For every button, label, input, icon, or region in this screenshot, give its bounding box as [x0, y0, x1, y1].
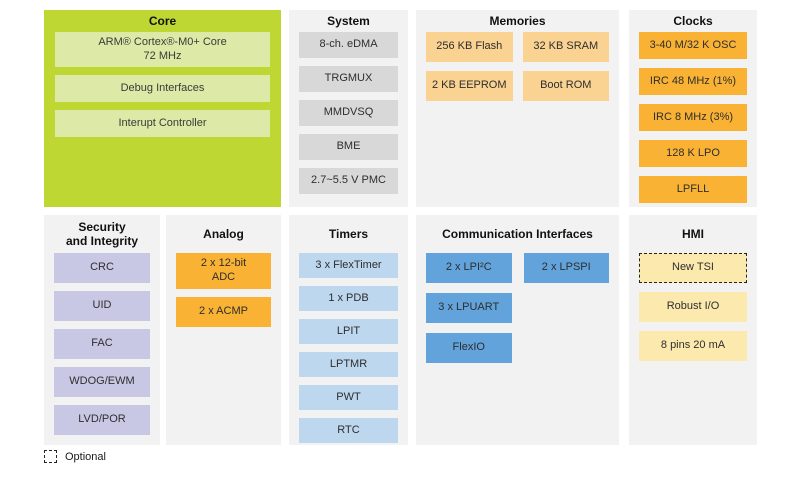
- block-acmp: 2 x ACMP: [176, 297, 271, 327]
- memories-section-title: Memories: [489, 13, 546, 28]
- hmi-section-title: HMI: [682, 226, 704, 241]
- system-section: System 8-ch. eDMA TRGMUX MMDVSQ BME 2.7~…: [289, 10, 408, 207]
- block-irc-8mhz: IRC 8 MHz (3%): [639, 104, 747, 131]
- system-section-title: System: [327, 13, 370, 28]
- analog-section: Analog 2 x 12-bit ADC 2 x ACMP: [166, 215, 281, 445]
- hmi-section: HMI New TSI Robust I/O 8 pins 20 mA: [629, 215, 757, 445]
- block-fac: FAC: [54, 329, 150, 359]
- communication-interfaces-section-title: Communication Interfaces: [442, 226, 593, 241]
- block-lptmr: LPTMR: [299, 352, 398, 377]
- block-new-tsi-optional: New TSI: [639, 253, 747, 283]
- block-flextimer: 3 x FlexTimer: [299, 253, 398, 278]
- communication-interfaces-section: Communication Interfaces 2 x LPI²C 2 x L…: [416, 215, 619, 445]
- block-8-pins-20ma: 8 pins 20 mA: [639, 331, 747, 361]
- block-lpi2c: 2 x LPI²C: [426, 253, 512, 283]
- block-lpit: LPIT: [299, 319, 398, 344]
- block-pwt: PWT: [299, 385, 398, 410]
- block-boot-rom: Boot ROM: [522, 71, 609, 101]
- timers-section: Timers 3 x FlexTimer 1 x PDB LPIT LPTMR …: [289, 215, 408, 445]
- block-wdog-ewm: WDOG/EWM: [54, 367, 150, 397]
- block-lpuart: 3 x LPUART: [426, 293, 512, 323]
- legend: Optional: [44, 450, 106, 463]
- block-robust-io: Robust I/O: [639, 292, 747, 322]
- block-debug-interfaces: Debug Interfaces: [55, 75, 270, 102]
- memories-section: Memories 256 KB Flash 32 KB SRAM 2 KB EE…: [416, 10, 619, 207]
- clocks-section: Clocks 3-40 M/32 K OSC IRC 48 MHz (1%) I…: [629, 10, 757, 207]
- security-section: Security and Integrity CRC UID FAC WDOG/…: [44, 215, 160, 445]
- block-interrupt-controller: Interupt Controller: [55, 110, 270, 137]
- security-section-title: Security and Integrity: [65, 219, 138, 248]
- block-arm-cortex-m0-core: ARM® Cortex®-M0+ Core 72 MHz: [55, 32, 270, 67]
- core-section-title: Core: [148, 13, 177, 28]
- block-irc-48mhz: IRC 48 MHz (1%): [639, 68, 747, 95]
- block-eeprom: 2 KB EEPROM: [426, 71, 513, 101]
- block-uid: UID: [54, 291, 150, 321]
- block-sram: 32 KB SRAM: [522, 32, 609, 62]
- block-bme: BME: [299, 134, 398, 160]
- optional-dashed-box-icon: [44, 450, 57, 463]
- legend-label: Optional: [65, 450, 106, 463]
- block-osc: 3-40 M/32 K OSC: [639, 32, 747, 59]
- block-pmc: 2.7~5.5 V PMC: [299, 168, 398, 194]
- clocks-section-title: Clocks: [673, 13, 713, 28]
- analog-section-title: Analog: [203, 226, 244, 241]
- block-adc: 2 x 12-bit ADC: [176, 253, 271, 289]
- core-section: Core ARM® Cortex®-M0+ Core 72 MHz Debug …: [44, 10, 281, 207]
- block-mmdvsq: MMDVSQ: [299, 100, 398, 126]
- block-lpspi: 2 x LPSPI: [523, 253, 609, 283]
- block-lpo: 128 K LPO: [639, 140, 747, 167]
- block-pdb: 1 x PDB: [299, 286, 398, 311]
- block-rtc: RTC: [299, 418, 398, 443]
- block-flash: 256 KB Flash: [426, 32, 513, 62]
- block-crc: CRC: [54, 253, 150, 283]
- block-edma: 8-ch. eDMA: [299, 32, 398, 58]
- block-lvd-por: LVD/POR: [54, 405, 150, 435]
- block-flexio: FlexIO: [426, 333, 512, 363]
- block-trgmux: TRGMUX: [299, 66, 398, 92]
- block-lpfll: LPFLL: [639, 176, 747, 203]
- timers-section-title: Timers: [328, 226, 369, 241]
